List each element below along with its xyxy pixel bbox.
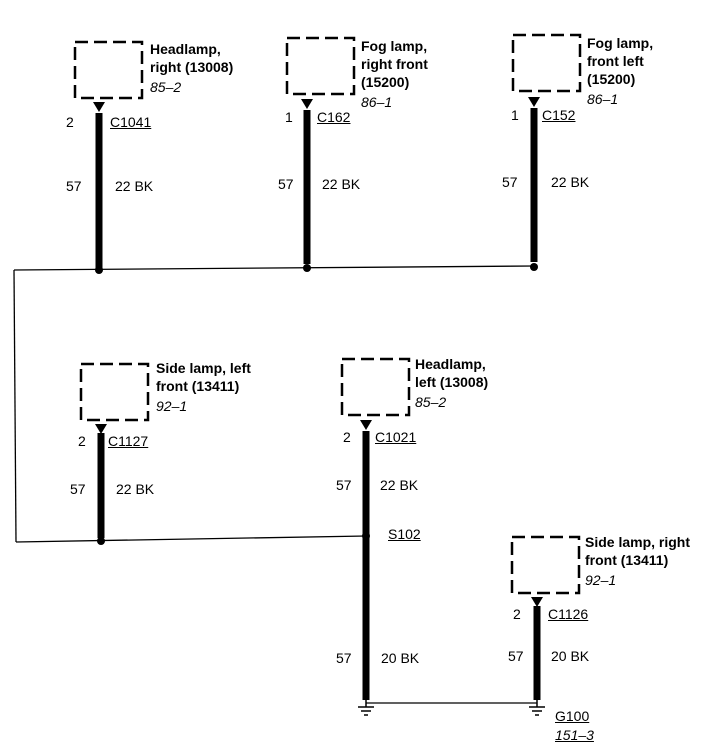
connector-c1127: C1127 <box>108 433 149 449</box>
wire-label-ground-left: 20 BK <box>381 650 420 666</box>
ground-g100: G100 <box>555 708 590 724</box>
side-right-title-1: Side lamp, right <box>585 534 691 550</box>
headlamp-right-ref: 85–2 <box>150 79 182 95</box>
fog-right-ref: 86–1 <box>361 94 393 110</box>
side-left-title-2: front (13411) <box>156 378 240 394</box>
side-lamp-left-front-box <box>79 362 150 422</box>
side-left-ref: 92–1 <box>156 398 188 414</box>
side-right-ref: 92–1 <box>585 572 617 588</box>
wire-label-c162: 22 BK <box>322 176 361 192</box>
circuit-57-c1126: 57 <box>508 648 524 664</box>
ground-g100-ref: 151–3 <box>555 727 594 743</box>
headlamp-right-title-2: right (13008) <box>150 59 234 75</box>
connector-c1021: C1021 <box>375 429 417 445</box>
connector-c152: C152 <box>542 107 576 123</box>
fog-left-ref: 86–1 <box>587 91 619 107</box>
splice-s102: S102 <box>388 526 421 542</box>
headlamp-left-box <box>340 357 411 417</box>
fog-right-pin: 1 <box>285 109 293 125</box>
fog-right-title-2: right front <box>361 56 428 72</box>
headlamp-right-box <box>73 40 144 100</box>
headlamp-left-title-2: left (13008) <box>415 374 489 390</box>
circuit-57-c1041: 57 <box>66 178 82 194</box>
fog-lamp-front-left-box <box>511 33 582 93</box>
fog-left-title-3: (15200) <box>587 71 636 87</box>
circuit-57-c1021: 57 <box>336 477 352 493</box>
headlamp-left-ref: 85–2 <box>415 394 447 410</box>
wire-label-c1041: 22 BK <box>115 178 154 194</box>
connector-c1126: C1126 <box>548 606 589 622</box>
fog-left-title-2: front left <box>587 53 644 69</box>
wire-label-c1127: 22 BK <box>116 481 155 497</box>
fog-lamp-right-front-box <box>285 36 356 96</box>
circuit-57-ground-left: 57 <box>336 650 352 666</box>
fog-left-title-1: Fog lamp, <box>587 35 654 51</box>
headlamp-left-title-1: Headlamp, <box>415 356 486 372</box>
headlamp-right-title-1: Headlamp, <box>150 41 221 57</box>
fog-right-title-3: (15200) <box>361 74 410 90</box>
wire-label-c1126: 20 BK <box>551 648 590 664</box>
side-right-pin: 2 <box>513 606 521 622</box>
wire-label-c1021: 22 BK <box>380 477 419 493</box>
connector-c1041: C1041 <box>110 114 152 130</box>
wire-label-c152: 22 BK <box>551 174 590 190</box>
headlamp-right-pin: 2 <box>66 114 74 130</box>
side-left-title-1: Side lamp, left <box>156 360 251 376</box>
headlamp-left-pin: 2 <box>343 429 351 445</box>
side-right-title-2: front (13411) <box>585 552 669 568</box>
circuit-57-c162: 57 <box>278 176 294 192</box>
side-lamp-right-front-box <box>510 535 581 595</box>
side-left-pin: 2 <box>78 433 86 449</box>
circuit-57-c1127: 57 <box>70 481 86 497</box>
circuit-57-c152: 57 <box>502 174 518 190</box>
fog-right-title-1: Fog lamp, <box>361 38 428 54</box>
fog-left-pin: 1 <box>511 107 519 123</box>
connector-c162: C162 <box>317 109 351 125</box>
